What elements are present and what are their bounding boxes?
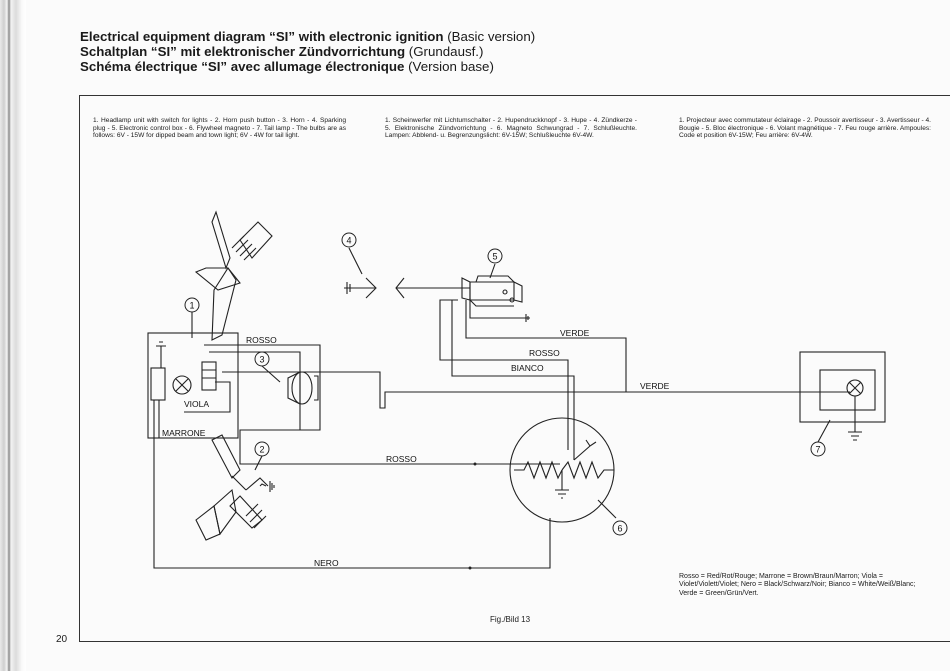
wire-verde-control [465,300,627,392]
legend-english: 1. Headlamp unit with switch for lights … [93,117,346,140]
wire-label-rosso-3: ROSSO [529,348,560,358]
page-binding-edge [0,0,26,671]
callout-5: 5 [492,252,497,262]
wire-verde-tail [222,371,850,409]
callout-6: 6 [617,524,622,534]
callout-circle-6 [612,520,628,536]
diagram-heading: Electrical equipment diagram “SI” with e… [80,29,535,74]
wire-label-nero: NERO [314,558,339,568]
wire-label-marrone: MARRONE [162,428,206,438]
headlamp-bulb-icon [172,375,192,395]
wire-rosso-magneto [209,351,560,465]
wire-label-bianco: BIANCO [511,363,544,373]
callout-circle-5 [487,248,503,264]
horn-icon [287,371,319,405]
handlebar-bottom-grip [195,434,267,541]
callout-circle-1 [184,297,200,313]
callout-1: 1 [189,301,194,311]
color-key: Rosso = Red/Rot/Rouge; Marrone = Brown/B… [679,573,916,597]
spark-plug-icon [344,277,470,299]
wire-marrone [158,400,214,439]
figure-label: Fig./Bild 13 [490,615,531,624]
callout-4: 4 [346,236,351,246]
wire-label-rosso-2: ROSSO [386,454,417,464]
heading-english: Electrical equipment diagram “SI” with e… [80,29,536,44]
callout-3: 3 [259,355,264,365]
heading-german: Schaltplan “SI” mit elektronischer Zündv… [80,44,484,59]
wire-label-verde-2: VERDE [640,381,670,391]
wire-label-viola: VIOLA [184,399,209,409]
callout-circle-7 [810,441,826,457]
wire-rosso-control [439,299,569,450]
tail-lamp-icon [799,351,886,441]
callout-7: 7 [815,445,820,455]
wire-label-rosso-1: ROSSO [246,335,277,345]
callout-circle-2 [254,441,270,457]
diagram-frame [79,95,950,642]
wire-label-verde-1: VERDE [560,328,590,338]
callout-circle-3 [254,351,270,367]
legend-french: 1. Projecteur avec commutateur éclairage… [679,117,932,140]
wire-rosso-horn [204,344,321,431]
flywheel-magneto-icon [509,417,617,523]
page-number: 20 [56,634,68,645]
heading-french: Schéma électrique “SI” avec allumage éle… [80,59,494,74]
handlebar-top-grip [194,210,273,341]
wire-nero [153,400,551,569]
callout-2: 2 [259,445,264,455]
callout-circle-4 [341,232,357,248]
electronic-control-box [461,275,523,307]
light-switch [201,361,217,391]
wire-bianco-control [451,300,575,460]
wire-viola [184,381,231,413]
legend-german: 1. Scheinwerfer mit Lichtumschalter - 2.… [385,117,637,140]
